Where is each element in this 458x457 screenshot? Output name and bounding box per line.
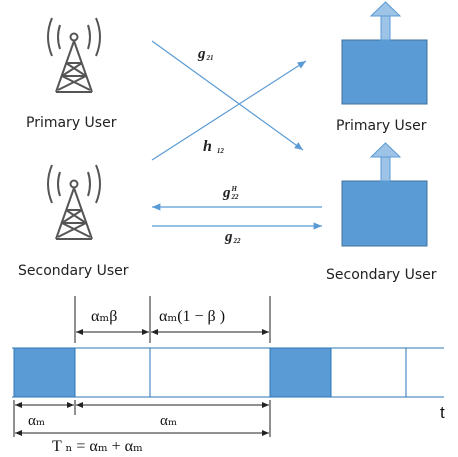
antenna-tower-icon (47, 17, 101, 93)
dimension-lines (13, 296, 271, 437)
channel-label-g22H: g22H (223, 185, 239, 201)
segment-label-alpha-right: αₘ (160, 413, 178, 429)
primary-user-tx-label: Primary User (26, 115, 117, 131)
segment-label-alpha-one-minus-beta: αₘ(1 − β ) (159, 308, 226, 325)
primary-user-rx-label: Primary User (336, 118, 427, 134)
segment-label-alpha-left: αₘ (28, 413, 46, 429)
antenna-tower-icon (47, 164, 101, 240)
receiver-icon (341, 142, 428, 247)
slot-block (13, 347, 76, 398)
receiver-icon (341, 1, 428, 105)
channel-arrow-g21 (151, 40, 304, 151)
frame-equation: T ₙ = αₘ + αₘ (52, 438, 143, 455)
timeline (12, 347, 444, 398)
channel-label-g22: g22 (225, 229, 241, 245)
segment-label-alpha-beta: αₘβ (91, 308, 118, 325)
secondary-user-rx-label: Secondary User (326, 267, 437, 283)
channel-label-g21: g21 (198, 46, 214, 62)
time-axis-label: t (440, 403, 445, 422)
channel-arrow-h12 (151, 60, 307, 161)
secondary-user-tx-label: Secondary User (18, 263, 129, 279)
slot-block (269, 347, 332, 398)
